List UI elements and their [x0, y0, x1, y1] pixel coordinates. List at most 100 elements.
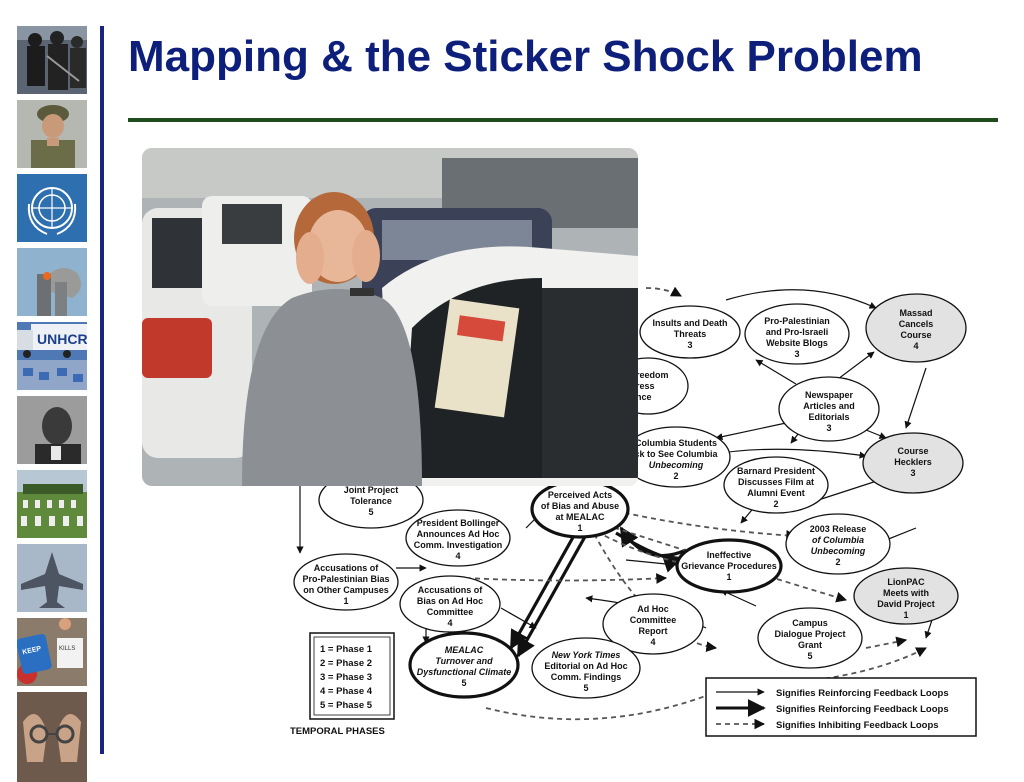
svg-text:New York Times: New York Times: [552, 650, 621, 660]
svg-text:Joint Project: Joint Project: [344, 485, 399, 495]
svg-text:reedom: reedom: [636, 370, 669, 380]
svg-text:at MEALAC: at MEALAC: [556, 512, 605, 522]
node-nyt-editorial: New York Times Editorial on Ad Hoc Comm.…: [531, 637, 641, 699]
node-insults-death-threats: Insults and Death Threats 3: [639, 305, 741, 359]
node-campus-dialogue-grant: Campus Dialogue Project Grant 5: [757, 607, 863, 669]
svg-text:ress: ress: [636, 381, 655, 391]
fighter-jet-icon: [17, 544, 87, 612]
svg-text:Grievance Procedures: Grievance Procedures: [681, 561, 777, 571]
legend-thin-label: Signifies Reinforcing Feedback Loops: [776, 688, 949, 699]
svg-text:Pro-Palestinian Bias: Pro-Palestinian Bias: [302, 574, 389, 584]
svg-text:3: 3: [910, 468, 915, 478]
causal-loop-diagram: Insults and Death Threats 3 Pro-Palestin…: [290, 286, 977, 737]
phase-1-label: 1 = Phase 1: [320, 644, 373, 655]
svg-text:on Other Campuses: on Other Campuses: [303, 585, 389, 595]
node-2003-release: 2003 Release of Columbia Unbecoming 2: [785, 513, 891, 575]
node-website-blogs: Pro-Palestinian and Pro-Israeli Website …: [744, 303, 850, 365]
svg-text:Columbia Students: Columbia Students: [635, 438, 717, 448]
svg-text:Ineffective: Ineffective: [707, 550, 752, 560]
svg-text:MEALAC: MEALAC: [445, 645, 484, 655]
arrow-legend: Signifies Reinforcing Feedback Loops Sig…: [705, 677, 977, 737]
svg-text:Announces Ad Hoc: Announces Ad Hoc: [417, 529, 500, 539]
svg-text:Comm. Investigation: Comm. Investigation: [414, 540, 503, 550]
node-president-bollinger: President Bollinger Announces Ad Hoc Com…: [405, 509, 511, 567]
slide-title: Mapping & the Sticker Shock Problem: [128, 32, 923, 81]
svg-text:Massad: Massad: [899, 308, 932, 318]
svg-text:Hecklers: Hecklers: [894, 457, 932, 467]
svg-text:KEEP: KEEP: [22, 645, 42, 656]
svg-text:Comm. Findings: Comm. Findings: [551, 672, 622, 682]
svg-text:nce: nce: [636, 392, 652, 402]
svg-text:5: 5: [807, 651, 812, 661]
svg-text:Discusses Film at: Discusses Film at: [738, 477, 814, 487]
svg-text:4: 4: [650, 637, 655, 647]
protest-signs-icon: KEEP KILLS: [17, 618, 87, 686]
svg-text:Unbecoming: Unbecoming: [811, 546, 866, 556]
svg-text:1: 1: [726, 572, 731, 582]
node-newspaper-articles: Newspaper Articles and Editorials 3: [778, 376, 880, 442]
svg-text:Accusations of: Accusations of: [314, 563, 380, 573]
svg-text:Course: Course: [897, 446, 928, 456]
woman-shocked-at-car-lot-photo: [142, 148, 638, 486]
svg-text:1: 1: [903, 610, 908, 620]
node-perceived-acts-of-bias: Perceived Acts of Bias and Abuse at MEAL…: [530, 479, 630, 539]
svg-text:Articles and: Articles and: [803, 401, 855, 411]
cemetery-icon: [17, 470, 87, 538]
svg-text:4: 4: [913, 341, 918, 351]
node-accusations-other-campuses: Accusations of Pro-Palestinian Bias on O…: [293, 553, 399, 611]
svg-text:2: 2: [773, 499, 778, 509]
svg-text:2: 2: [673, 471, 678, 481]
svg-text:Meets with: Meets with: [883, 588, 929, 598]
svg-text:Ad Hoc: Ad Hoc: [637, 604, 669, 614]
svg-text:5: 5: [368, 507, 373, 517]
svg-text:Bias on Ad Hoc: Bias on Ad Hoc: [417, 596, 483, 606]
svg-text:Report: Report: [639, 626, 668, 636]
phase-3-label: 3 = Phase 3: [320, 672, 372, 683]
svg-text:Campus: Campus: [792, 618, 828, 628]
svg-text:President Bollinger: President Bollinger: [417, 518, 500, 528]
svg-text:of Bias and Abuse: of Bias and Abuse: [541, 501, 619, 511]
svg-text:2003 Release: 2003 Release: [810, 524, 867, 534]
svg-text:Tolerance: Tolerance: [350, 496, 392, 506]
legend-dashed-label: Signifies Inhibiting Feedback Loops: [776, 720, 939, 731]
svg-text:3: 3: [794, 349, 799, 359]
svg-text:Course: Course: [900, 330, 931, 340]
svg-text:5: 5: [461, 678, 466, 688]
svg-text:Editorials: Editorials: [808, 412, 849, 422]
svg-text:2: 2: [835, 557, 840, 567]
unhcr-truck-icon: UNHCR: [17, 322, 87, 390]
title-underline: [128, 118, 998, 122]
temporal-phases-caption: TEMPORAL PHASES: [290, 726, 385, 737]
phase-5-label: 5 = Phase 5: [320, 700, 373, 711]
svg-text:Newspaper: Newspaper: [805, 390, 854, 400]
vertical-divider: [100, 26, 104, 754]
svg-text:1: 1: [343, 596, 348, 606]
node-ad-hoc-report: Ad Hoc Committee Report 4: [602, 593, 704, 655]
svg-text:4: 4: [455, 551, 460, 561]
svg-text:Editorial on Ad Hoc: Editorial on Ad Hoc: [544, 661, 627, 671]
twin-towers-icon: [17, 248, 87, 316]
svg-text:Grant: Grant: [798, 640, 822, 650]
un-emblem-icon: [17, 174, 87, 242]
svg-text:ck to See Columbia: ck to See Columbia: [634, 449, 718, 459]
svg-text:UNHCR: UNHCR: [37, 331, 87, 347]
svg-text:Dysfunctional Climate: Dysfunctional Climate: [417, 667, 512, 677]
mlk-portrait-icon: [17, 396, 87, 464]
node-barnard-president: Barnard President Discusses Film at Alum…: [723, 456, 829, 514]
svg-text:Accusations of: Accusations of: [418, 585, 484, 595]
node-massad-cancels-course: Massad Cancels Course 4: [865, 293, 967, 363]
svg-text:3: 3: [687, 340, 692, 350]
node-course-hecklers: Course Hecklers 3: [862, 432, 964, 494]
riot-police-icon: [17, 26, 87, 94]
soldier-icon: [17, 100, 87, 168]
svg-text:David Project: David Project: [877, 599, 935, 609]
svg-text:KILLS: KILLS: [59, 646, 75, 652]
svg-text:4: 4: [447, 618, 452, 628]
svg-text:Alumni Event: Alumni Event: [747, 488, 805, 498]
svg-text:Committee: Committee: [427, 607, 474, 617]
node-ineffective-grievance: Ineffective Grievance Procedures 1: [675, 538, 783, 594]
svg-text:Insults and Death: Insults and Death: [652, 318, 727, 328]
svg-text:Committee: Committee: [630, 615, 677, 625]
node-accusations-ad-hoc: Accusations of Bias on Ad Hoc Committee …: [399, 575, 501, 633]
phase-4-label: 4 = Phase 4: [320, 686, 373, 697]
